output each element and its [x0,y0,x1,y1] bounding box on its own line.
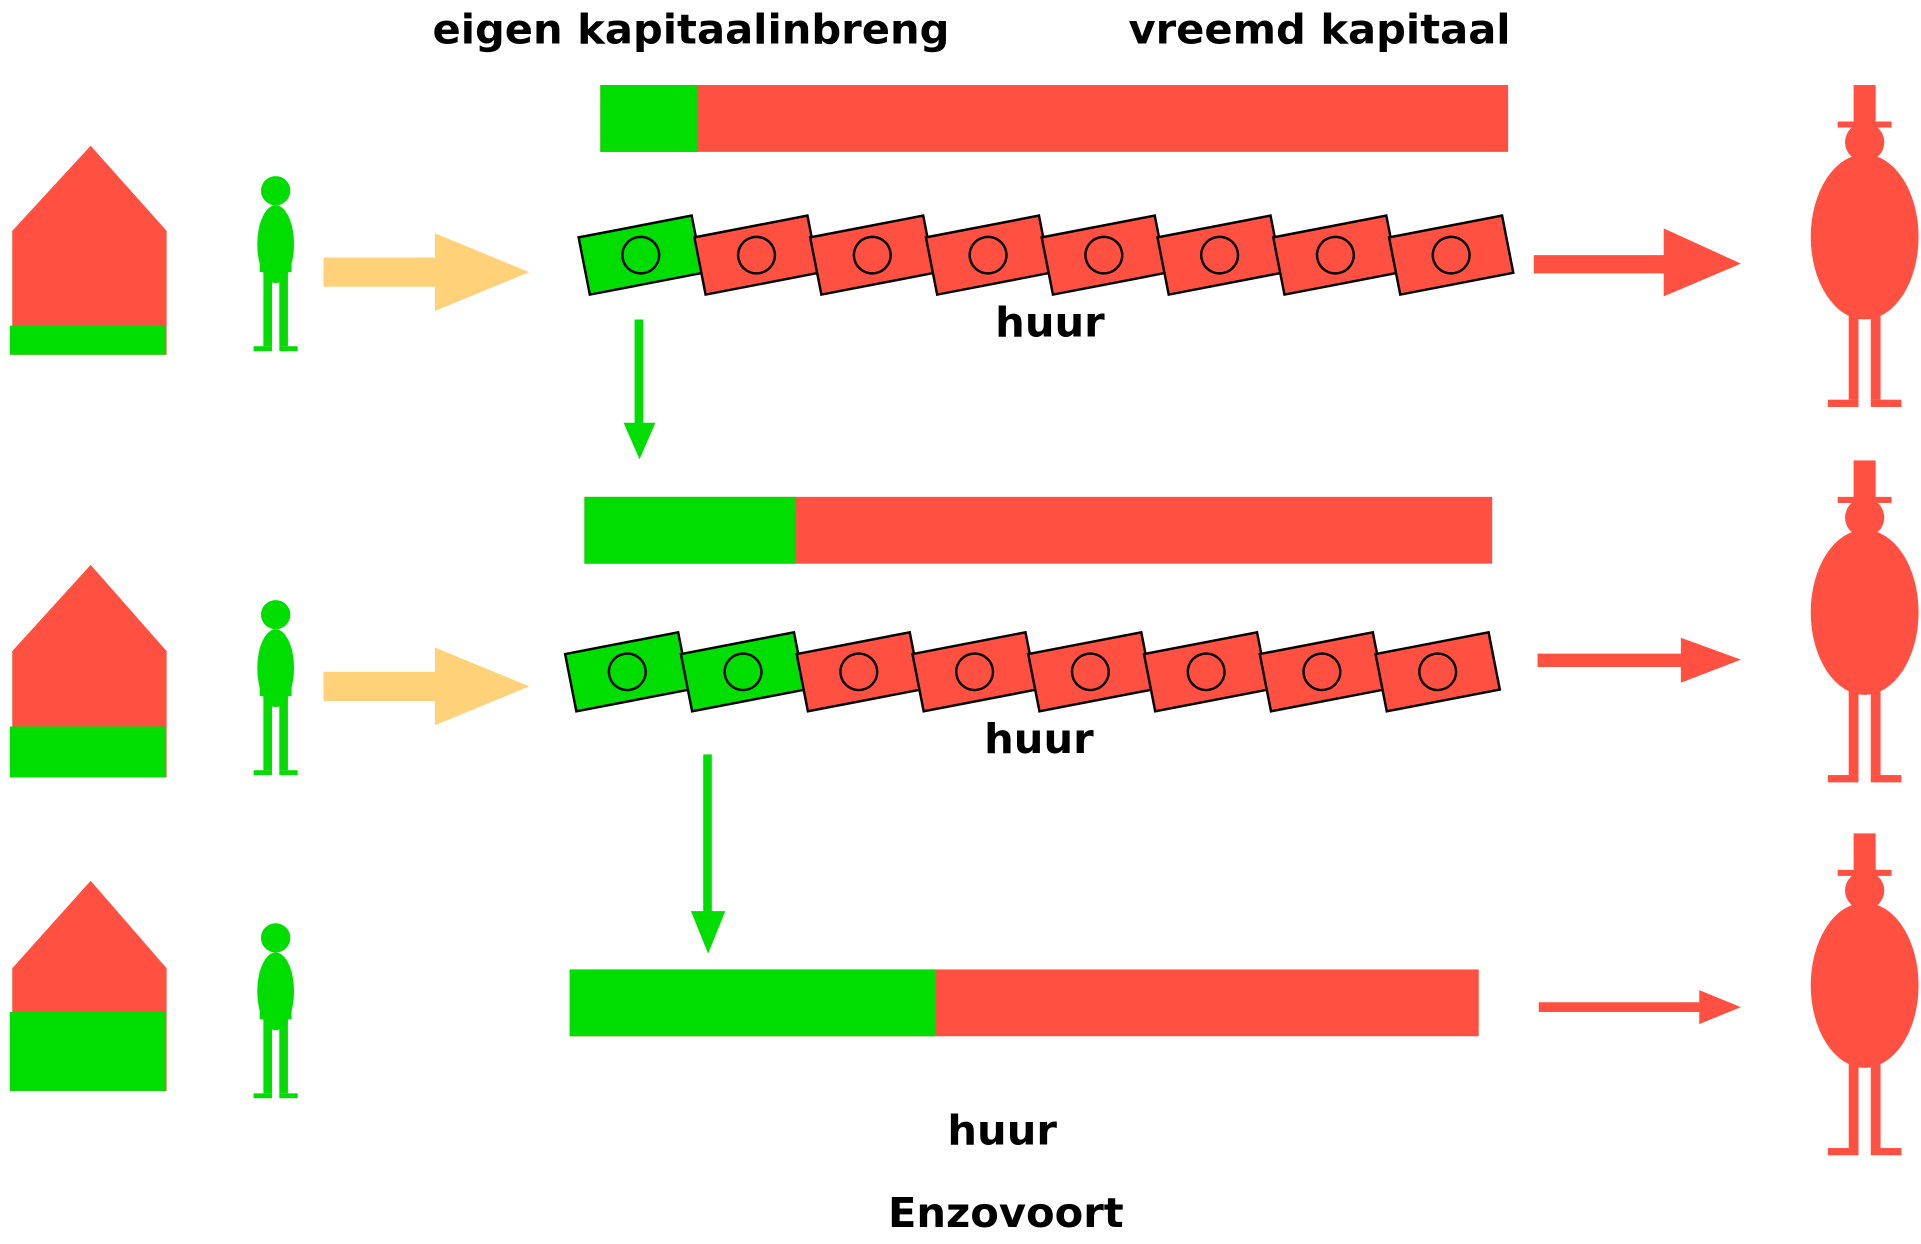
person-icon [253,600,298,776]
rent-banknotes-row-2 [563,630,1502,713]
capitalist-top-hat-icon [1810,85,1919,407]
capital-bar-2 [584,496,1493,564]
capitalist-top-hat-icon [1810,460,1919,783]
arrow-icon [323,233,530,311]
house-icon [9,880,167,1091]
capital-bar-3 [569,969,1479,1037]
rent-label: huur [984,715,1094,763]
banknote-icon [795,630,923,713]
banknote-icon [1374,630,1502,713]
banknote-icon [1271,214,1399,297]
banknote-icon [911,630,1039,713]
banknote-icon [563,630,691,713]
house-icon [9,564,167,778]
banknote-icon [924,214,1052,297]
rent-label: huur [995,299,1105,347]
own-capital-segment [584,496,796,564]
banknote-icon [577,214,705,297]
foreign-capital-label: vreemd kapitaal [1128,6,1510,54]
capital-bar-1 [600,85,1509,152]
own-capital-label: eigen kapitaalinbreng [432,6,949,54]
capitalist-top-hat-icon [1810,833,1919,1156]
banknote-icon [1142,630,1270,713]
rent-banknotes-row-1 [577,214,1515,297]
banknote-icon [1387,214,1515,297]
person-icon [253,176,298,352]
rent-label: huur [947,1107,1057,1155]
banknote-icon [679,630,807,713]
person-icon [253,923,298,1099]
own-capital-segment [569,969,936,1037]
house-icon [9,145,167,355]
banknote-icon [1258,630,1386,713]
banknote-icon [1026,630,1154,713]
banknote-icon [808,214,936,297]
arrow-icon [690,754,726,954]
arrow-icon [1537,637,1741,683]
etcetera-label: Enzovoort [888,1189,1124,1237]
banknote-icon [1156,214,1284,297]
arrow-icon [623,319,656,460]
banknote-icon [1040,214,1168,297]
own-capital-segment [600,85,698,152]
arrow-icon [1533,228,1741,297]
foreign-capital-segment [600,85,1509,152]
banknote-icon [692,214,821,297]
arrow-icon [1538,990,1741,1025]
arrow-icon [323,647,530,726]
